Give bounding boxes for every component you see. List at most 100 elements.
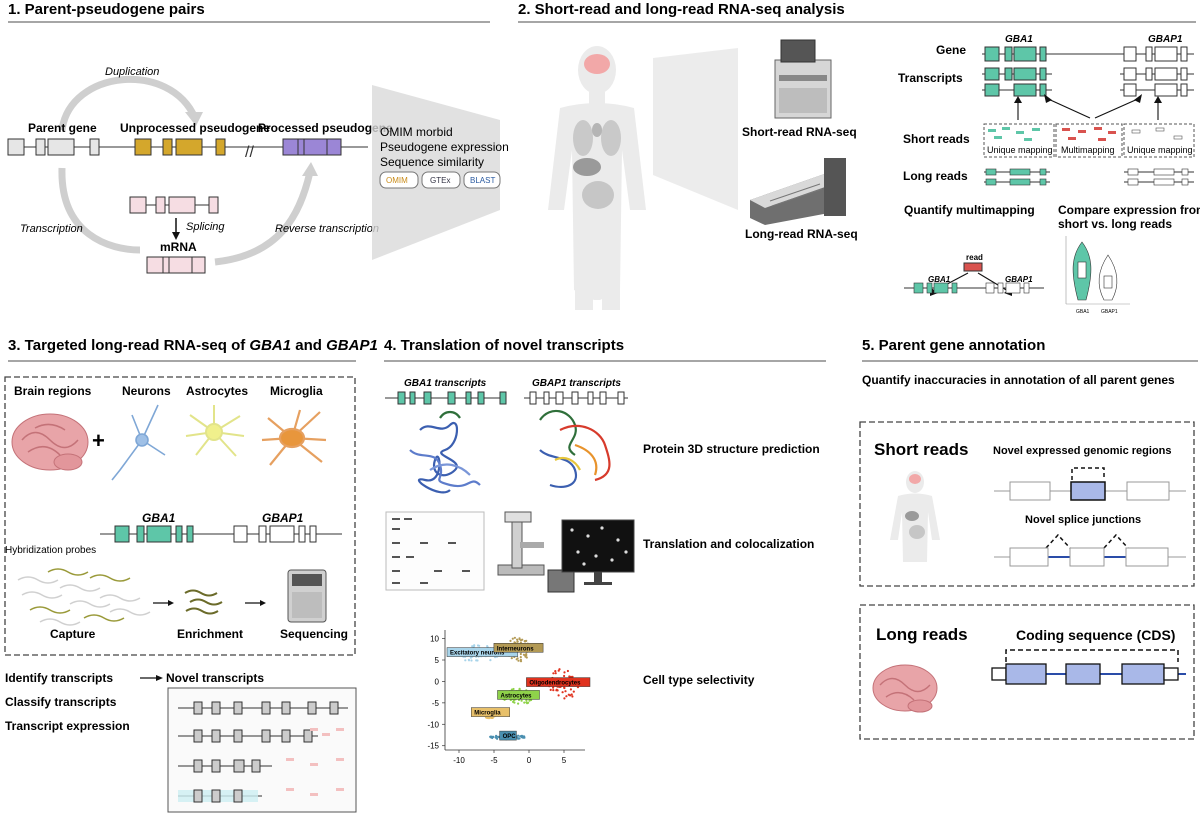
compare-line-1: Compare expression from bbox=[1058, 203, 1200, 217]
panel-2: 2. Short-read and long-read RNA-seq anal… bbox=[518, 1, 1200, 315]
panel-2-title: 2. Short-read and long-read RNA-seq anal… bbox=[518, 1, 845, 18]
umap-point bbox=[475, 659, 478, 662]
unprocessed-exon bbox=[215, 138, 226, 156]
umap-point bbox=[467, 659, 471, 662]
violin-x-label: GBA1 bbox=[1076, 309, 1090, 315]
panel-5: 5. Parent gene annotation Quantify inacc… bbox=[859, 337, 1198, 740]
umap-point bbox=[516, 657, 519, 660]
gbap1-transcripts-label: GBAP1 transcripts bbox=[532, 378, 621, 389]
umap-point bbox=[489, 659, 492, 662]
umap-x-tick-label: -5 bbox=[490, 756, 498, 765]
umap-point bbox=[554, 670, 557, 673]
umap-point bbox=[554, 672, 557, 675]
parent-exon bbox=[35, 138, 46, 156]
umap-cluster-label: Oligodendrocytes bbox=[526, 677, 591, 687]
umap-point bbox=[564, 690, 567, 693]
unprocessed-label: Unprocessed pseudogene bbox=[120, 121, 270, 135]
panel-4-title: 4. Translation of novel transcripts bbox=[384, 337, 624, 354]
long-read-seq-label: Long-read RNA-seq bbox=[745, 227, 858, 241]
western-blot bbox=[385, 511, 485, 591]
umap-x-tick-label: -10 bbox=[453, 756, 465, 765]
cds-transcript bbox=[991, 663, 1186, 685]
umap-cluster-label: Astrocytes bbox=[497, 690, 540, 700]
criterion-omim: OMIM morbid bbox=[380, 125, 453, 139]
liver-organ bbox=[573, 158, 601, 176]
human-body-small bbox=[890, 471, 940, 562]
reverse-transcription-arrow bbox=[214, 171, 314, 266]
transcription-arrow bbox=[58, 167, 141, 254]
panel-5-title: 5. Parent gene annotation bbox=[862, 337, 1045, 354]
probe-gene-models bbox=[100, 525, 342, 543]
umap-y-tick-label: 0 bbox=[435, 677, 440, 686]
novel-junctions-label: Novel splice junctions bbox=[1025, 514, 1141, 526]
transcript-models bbox=[982, 67, 1194, 97]
umap-point bbox=[511, 637, 514, 640]
plus-sign: + bbox=[92, 428, 105, 453]
umap-point bbox=[520, 699, 523, 702]
umap-point bbox=[552, 689, 555, 692]
panel-3-title-gene1: GBA1 bbox=[249, 337, 291, 354]
astrocytes-label: Astrocytes bbox=[186, 384, 248, 398]
umap-y-tick-label: -10 bbox=[427, 720, 439, 729]
pre-mrna-exon bbox=[129, 196, 147, 214]
panel-3-frame bbox=[4, 376, 356, 656]
short-read-marks bbox=[988, 127, 1183, 141]
umap-point bbox=[473, 644, 476, 647]
umap-point bbox=[563, 671, 566, 674]
pre-mrna-exon bbox=[155, 196, 166, 214]
umap-x-tick-label: 5 bbox=[562, 756, 567, 765]
capture-label: Capture bbox=[50, 627, 96, 641]
criterion-expression: Pseudogene expression bbox=[380, 140, 509, 154]
umap-point bbox=[470, 659, 473, 662]
mrna-block bbox=[146, 256, 206, 274]
duplication-arrow bbox=[58, 75, 199, 131]
classify-transcripts-label: Classify transcripts bbox=[5, 695, 117, 709]
row-transcripts-label: Transcripts bbox=[898, 71, 963, 85]
svg-text://: // bbox=[245, 144, 254, 161]
gene-model-row bbox=[982, 46, 1194, 62]
umap-y-tick-label: -5 bbox=[432, 699, 440, 708]
omim-logo: OMIM bbox=[386, 176, 408, 185]
gene1-header: GBA1 bbox=[1005, 34, 1033, 45]
umap-point bbox=[469, 656, 472, 659]
panel-3-title-and: and bbox=[291, 337, 326, 354]
brain-icon bbox=[11, 413, 89, 471]
umap-label-text: OPC bbox=[503, 734, 517, 740]
cds-exon bbox=[1121, 663, 1165, 685]
translation-colocalization-label: Translation and colocalization bbox=[643, 537, 814, 551]
brain-organ bbox=[584, 54, 610, 74]
violin-plot: GBA1 GBAP1 bbox=[1065, 236, 1130, 315]
umap-point bbox=[523, 701, 526, 704]
sequencing-label: Sequencing bbox=[280, 627, 348, 641]
panel-5-subtitle: Quantify inaccuracies in annotation of a… bbox=[862, 373, 1175, 387]
transcription-label: Transcription bbox=[20, 223, 83, 235]
annotated-exon bbox=[1126, 481, 1170, 501]
umap-point bbox=[517, 737, 520, 740]
umap-cluster-label: Microglia bbox=[471, 707, 510, 717]
umap-label-box bbox=[497, 690, 540, 700]
enrichment-label: Enrichment bbox=[177, 627, 243, 641]
umap-point bbox=[519, 658, 523, 661]
panel-3-title: 3. Targeted long-read RNA-seq of GBA1 an… bbox=[8, 337, 378, 354]
intestine-organ bbox=[582, 181, 614, 209]
umap-point bbox=[571, 695, 574, 698]
umap-y-tick-label: 10 bbox=[430, 635, 439, 644]
novel-regions-label: Novel expressed genomic regions bbox=[993, 445, 1172, 457]
umap-point bbox=[510, 657, 513, 660]
umap-point bbox=[565, 695, 568, 698]
umap-point bbox=[561, 691, 564, 694]
unique-mapping-box bbox=[983, 123, 1055, 158]
cell-type-selectivity-label: Cell type selectivity bbox=[643, 673, 755, 687]
reverse-transcription-label: Reverse transcription bbox=[275, 223, 379, 235]
row-long-reads-label: Long reads bbox=[903, 169, 968, 183]
umap-point bbox=[566, 669, 570, 673]
panel-4: 4. Translation of novel transcripts GBA1… bbox=[384, 337, 826, 765]
umap-point bbox=[516, 638, 519, 641]
umap-cluster-label: Interneurons bbox=[493, 643, 544, 653]
umap-point bbox=[563, 697, 566, 700]
umap-point bbox=[471, 645, 474, 648]
panel-1: 1. Parent-pseudogene pairs Duplication /… bbox=[7, 1, 509, 274]
qm-gene-models bbox=[904, 282, 1044, 294]
